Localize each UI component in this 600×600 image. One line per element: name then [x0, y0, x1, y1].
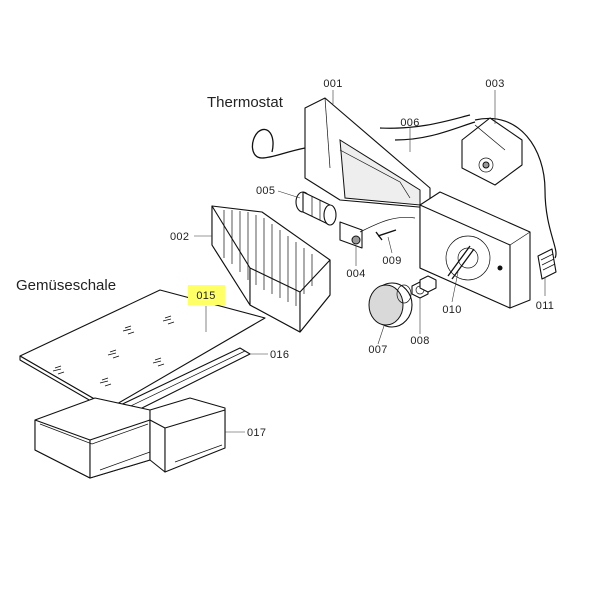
lamp-socket-004[interactable]: [339, 216, 416, 249]
screw-009[interactable]: [375, 229, 397, 241]
lamp-cover-011[interactable]: [537, 248, 557, 280]
label-001: 001: [323, 78, 342, 90]
connector-003[interactable]: [461, 117, 523, 186]
vegetable-tray-title: Gemüseschale: [16, 277, 116, 294]
label-015[interactable]: 015: [196, 290, 215, 302]
label-011: 011: [536, 300, 554, 312]
vegetable-tray-017[interactable]: [34, 397, 226, 479]
label-002: 002: [170, 231, 189, 243]
label-005: 005: [256, 185, 275, 197]
label-009: 009: [382, 255, 401, 267]
leader-lines: [194, 90, 546, 433]
label-016: 016: [270, 349, 289, 361]
glass-shelf-015[interactable]: [19, 289, 266, 413]
lamp-holder-box-010[interactable]: [419, 191, 531, 309]
label-008: 008: [410, 335, 429, 347]
thermostat-title: Thermostat: [207, 94, 284, 111]
screw-010[interactable]: [447, 245, 475, 280]
capillary-tube: [251, 128, 306, 159]
label-003: 003: [485, 78, 504, 90]
bulb-socket-005[interactable]: [295, 191, 337, 226]
label-010: 010: [442, 304, 461, 316]
nut-008[interactable]: [411, 275, 437, 299]
cable-006[interactable]: [379, 114, 557, 259]
label-004: 004: [346, 268, 365, 280]
label-007: 007: [368, 344, 387, 356]
label-017: 017: [247, 427, 266, 439]
thermostat-housing-001[interactable]: [304, 97, 431, 209]
label-015-highlight: [188, 285, 225, 305]
thermostat-knob-007[interactable]: [368, 282, 413, 328]
lamp-cover-002[interactable]: [211, 205, 331, 333]
label-006: 006: [400, 117, 419, 129]
